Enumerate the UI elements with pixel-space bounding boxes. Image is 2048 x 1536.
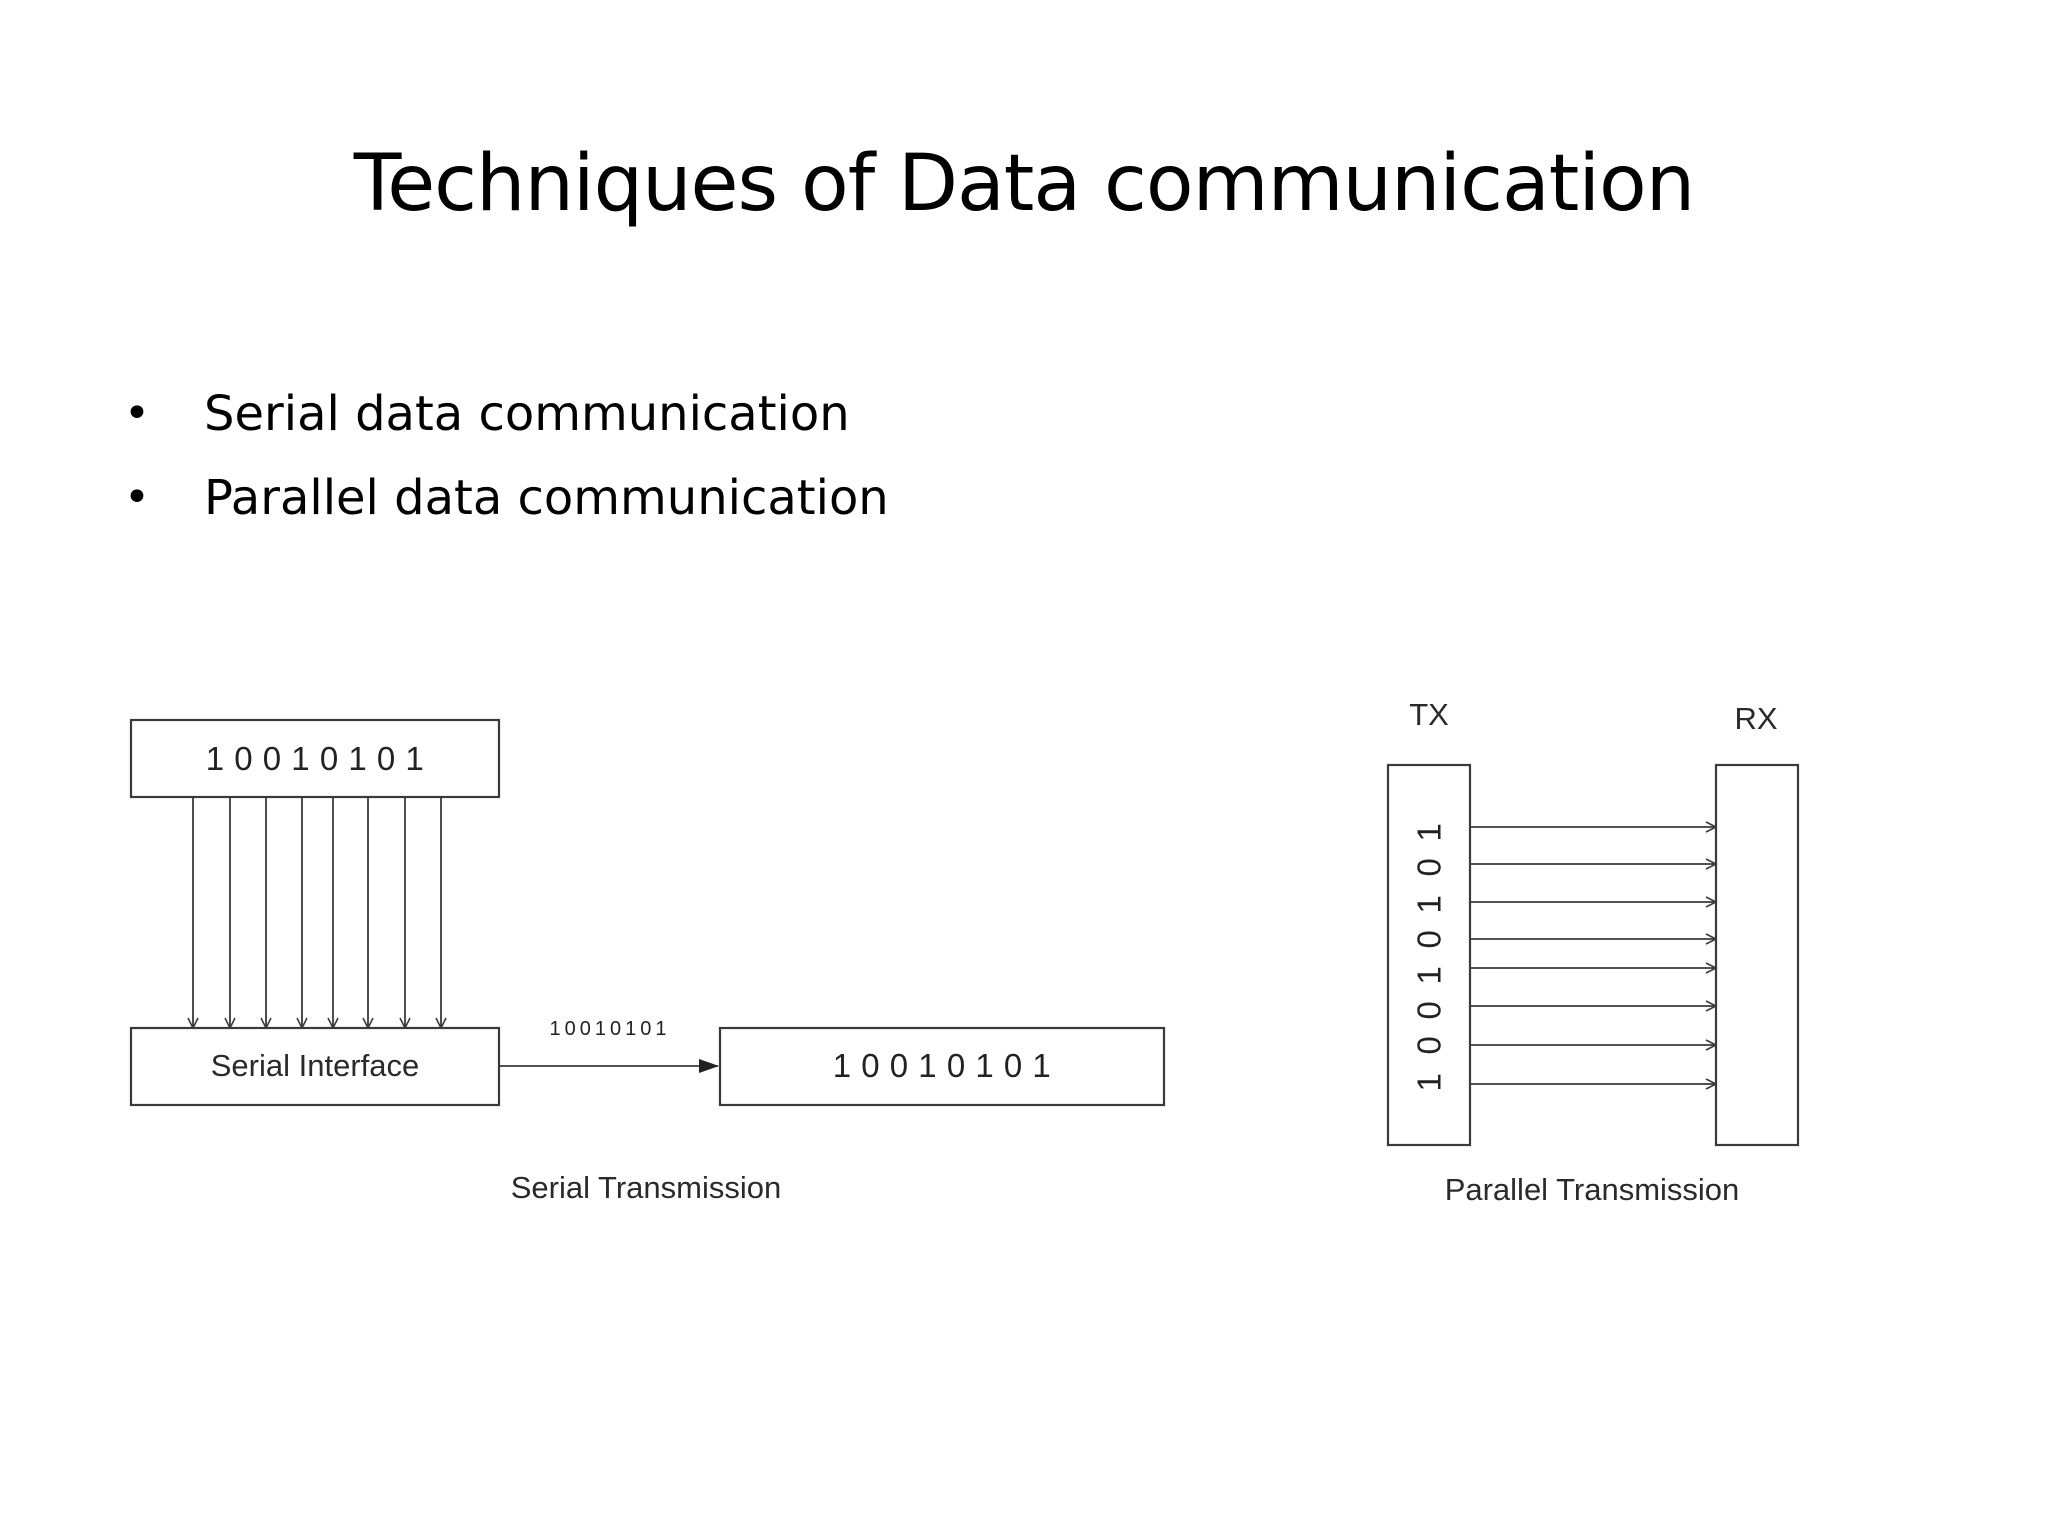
parallel-lines [1470, 827, 1716, 1084]
bullet-text: Serial data communication [204, 386, 850, 442]
serial-source-bits: 1 0 0 1 0 1 0 1 [206, 740, 425, 777]
bullet-dot-icon: • [124, 388, 150, 439]
bullet-text: Parallel data communication [204, 470, 889, 526]
serial-interface-label: Serial Interface [211, 1048, 420, 1083]
bullet-item-serial: • Serial data communication [118, 372, 889, 456]
parallel-caption: Parallel Transmission [1445, 1172, 1740, 1207]
serial-interface-box [129, 1026, 501, 1107]
tx-bit: 1 [1411, 823, 1448, 842]
tx-bit: 1 [1411, 966, 1448, 985]
serial-stream-bits: 10010101 [550, 1018, 671, 1040]
rx-register [1714, 763, 1800, 1147]
bullet-item-parallel: • Parallel data communication [118, 456, 889, 540]
serial-caption: Serial Transmission [511, 1170, 781, 1205]
tx-label: TX [1409, 697, 1449, 732]
serial-source-register [129, 718, 501, 799]
tx-bit-glyphs: 1 0 0 1 0 1 0 1 [1411, 823, 1448, 1092]
rx-label: RX [1734, 701, 1777, 736]
bullet-list: • Serial data communication • Parallel d… [118, 372, 889, 540]
serial-destination-bits: 1 0 0 1 0 1 0 1 [833, 1047, 1052, 1084]
tx-bit: 0 [1411, 1001, 1448, 1020]
tx-bit: 1 [1411, 1073, 1448, 1092]
tx-bit: 0 [1411, 930, 1448, 949]
tx-bit: 0 [1411, 1036, 1448, 1055]
serial-drop-lines [193, 797, 441, 1028]
bullet-dot-icon: • [124, 472, 150, 523]
slide-title: Techniques of Data communication [353, 139, 1695, 229]
serial-transmission-diagram: 1 0 0 1 0 1 0 1 Serial Interface 1001010… [129, 718, 1166, 1205]
tx-bit: 1 [1411, 895, 1448, 914]
tx-bit: 0 [1411, 858, 1448, 877]
parallel-transmission-diagram: TX RX 1 0 0 1 0 1 0 1 Parallel Transmission [1386, 697, 1800, 1207]
tx-register [1386, 763, 1472, 1147]
serial-destination-register [718, 1026, 1166, 1107]
